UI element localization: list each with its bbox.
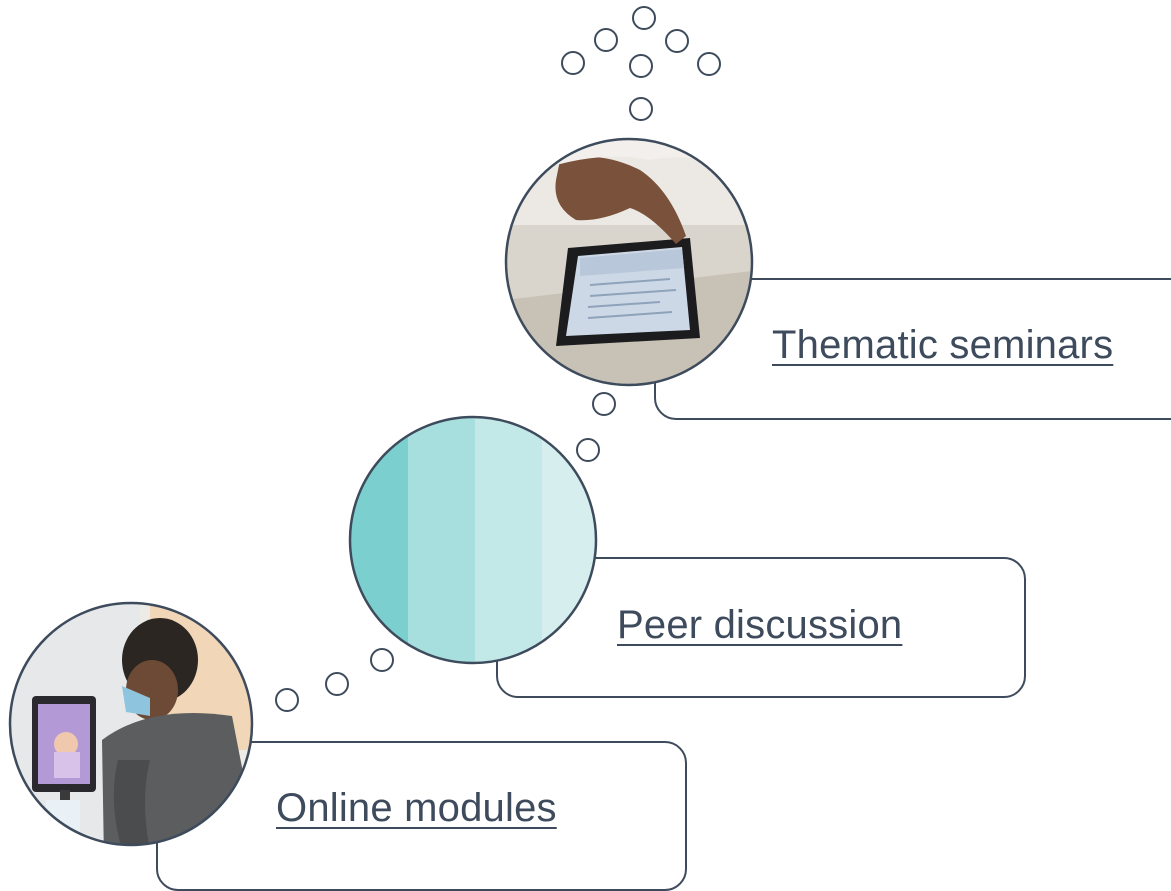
bubble-dot — [561, 51, 585, 75]
bubble-trail-1 — [275, 648, 394, 712]
bubble-dot — [629, 97, 653, 121]
peer-discussion-link[interactable]: Peer discussion — [617, 603, 903, 647]
thematic-seminars-photo — [504, 137, 754, 387]
bubble-dot — [697, 52, 721, 76]
bubble-dot — [594, 28, 618, 52]
bubble-dot — [592, 392, 616, 416]
bubble-dot — [629, 54, 653, 78]
bubble-dot — [325, 672, 349, 696]
online-modules-photo — [8, 601, 254, 847]
bubble-cluster-top — [561, 6, 721, 121]
bubble-dot — [632, 6, 656, 30]
bubble-dot — [370, 648, 394, 672]
bubble-dot — [665, 29, 689, 53]
bubble-dot — [576, 438, 600, 462]
online-modules-link[interactable]: Online modules — [276, 786, 557, 830]
bubble-dot — [275, 688, 299, 712]
thematic-seminars-link[interactable]: Thematic seminars — [772, 323, 1114, 367]
peer-discussion-graphic — [348, 415, 598, 665]
bubble-trail-2 — [576, 392, 616, 462]
